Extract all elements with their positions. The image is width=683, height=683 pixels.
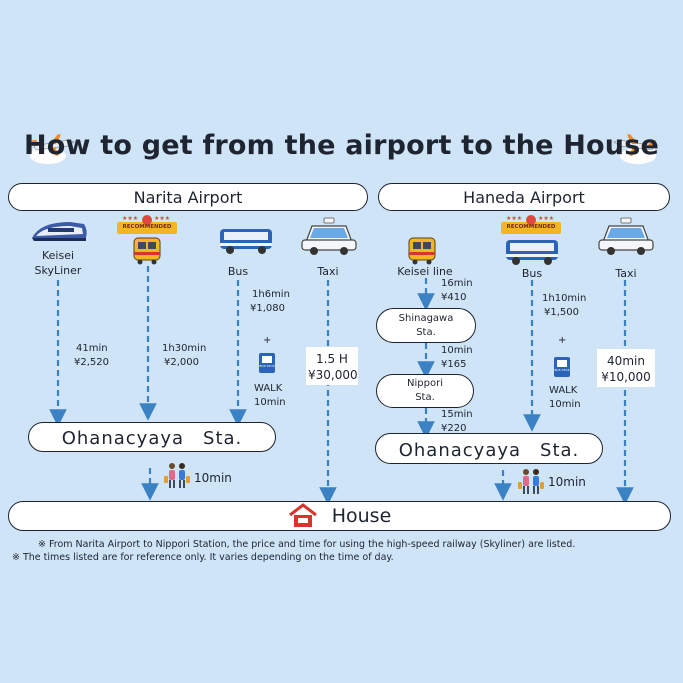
shinagawa-station: Shinagawa Sta. [376, 308, 476, 343]
bus-stop-sign-label-haneda: BUS STOP [554, 368, 570, 372]
haneda-ohanacyaya-station: Ohanacyaya Sta. [375, 433, 603, 464]
haneda-walk-time: 10min [549, 399, 581, 410]
bus-icon-narita [218, 226, 274, 256]
leg2-price: ¥165 [441, 359, 467, 370]
skyliner-time: 41min [76, 343, 108, 354]
haneda-walk-label: WALK [549, 385, 578, 396]
haneda-walk-to-house: 10min [548, 475, 586, 489]
svg-text:★★★: ★★★ [154, 215, 170, 222]
bus-stop-sign-label-narita: BUS STOP [259, 364, 275, 368]
leg2-time: 10min [441, 345, 473, 356]
house-destination: House [8, 501, 671, 531]
bus-stop-sign-icon-haneda [553, 356, 571, 378]
nippori-station: Nippori Sta. [376, 374, 474, 408]
haneda-bus-price: ¥1,500 [544, 307, 579, 318]
airplane-icon-right [612, 128, 660, 168]
shinagawa-label: Shinagawa Sta. [398, 312, 454, 338]
narita-taxi-time: 1.5 H [316, 352, 348, 366]
haneda-bus-label: Bus [521, 267, 543, 280]
bus-stop-sign-icon-narita [258, 352, 276, 374]
narita-bus-label: Bus [227, 265, 249, 278]
house-label: House [331, 505, 392, 527]
page-title: How to get from the airport to the House [23, 130, 659, 161]
narita-bus-price: ¥1,080 [250, 303, 285, 314]
narita-walk-label: WALK [254, 383, 283, 394]
footnote-2: ※ The times listed are for reference onl… [12, 552, 394, 563]
recommended-badge-narita-label: RECOMMENDED [122, 224, 172, 230]
leg3-time: 15min [441, 409, 473, 420]
haneda-station-label: Ohanacyaya Sta. [398, 439, 580, 461]
skyliner-price: ¥2,520 [74, 357, 109, 368]
recommended-badge-haneda: ★★★ ★★★ [500, 214, 562, 236]
haneda-airport-label: Haneda Airport [463, 187, 585, 207]
narita-station-label: Ohanacyaya Sta. [61, 428, 243, 449]
house-icon [288, 503, 318, 529]
narita-taxi-price: ¥30,000 [308, 368, 358, 382]
walking-people-icon-narita [164, 462, 190, 490]
bus-icon-haneda [504, 238, 560, 266]
narita-ohanacyaya-station: Ohanacyaya Sta. [28, 422, 276, 452]
haneda-taxi-label: Taxi [615, 267, 637, 280]
recommended-badge-haneda-label: RECOMMENDED [506, 224, 556, 230]
narita-walk-time: 10min [254, 397, 286, 408]
keisei-train-icon [405, 236, 439, 266]
narita-taxi-label: Taxi [317, 265, 339, 278]
skyliner-train-icon [30, 216, 90, 246]
haneda-plus: + [558, 335, 567, 346]
leg3-price: ¥220 [441, 423, 467, 434]
nippori-label: Nippori Sta. [407, 378, 443, 403]
svg-text:★★★: ★★★ [538, 215, 554, 222]
narita-taxi-info: 1.5 H ¥30,000 [306, 347, 358, 385]
narita-walk-to-house: 10min [194, 471, 232, 485]
recommended-badge-narita: ★★★ ★★★ [116, 214, 178, 236]
leg1-time: 16min [441, 278, 473, 289]
keisei-line-label: Keisei line [397, 265, 453, 278]
taxi-icon-haneda [597, 216, 655, 256]
rail-time: 1h30min [162, 343, 207, 354]
narita-bus-time: 1h6min [252, 289, 290, 300]
haneda-bus-time: 1h10min [542, 293, 587, 304]
haneda-airport-header: Haneda Airport [378, 183, 670, 211]
local-train-icon-narita [130, 236, 164, 266]
narita-airport-label: Narita Airport [133, 187, 243, 207]
narita-skyliner-label: Keisei SkyLiner [34, 249, 82, 277]
leg1-price: ¥410 [441, 292, 467, 303]
svg-text:★★★: ★★★ [122, 215, 138, 222]
footnote-1: ※ From Narita Airport to Nippori Station… [38, 539, 576, 550]
narita-plus: + [263, 335, 272, 346]
walking-people-icon-haneda [518, 468, 544, 496]
haneda-taxi-price: ¥10,000 [601, 370, 651, 384]
narita-airport-header: Narita Airport [8, 183, 368, 211]
svg-text:★★★: ★★★ [506, 215, 522, 222]
haneda-taxi-time: 40min [607, 354, 645, 368]
airplane-icon-left [28, 128, 76, 168]
rail-price: ¥2,000 [164, 357, 199, 368]
haneda-taxi-info: 40min ¥10,000 [597, 349, 655, 387]
taxi-icon-narita [300, 216, 358, 256]
